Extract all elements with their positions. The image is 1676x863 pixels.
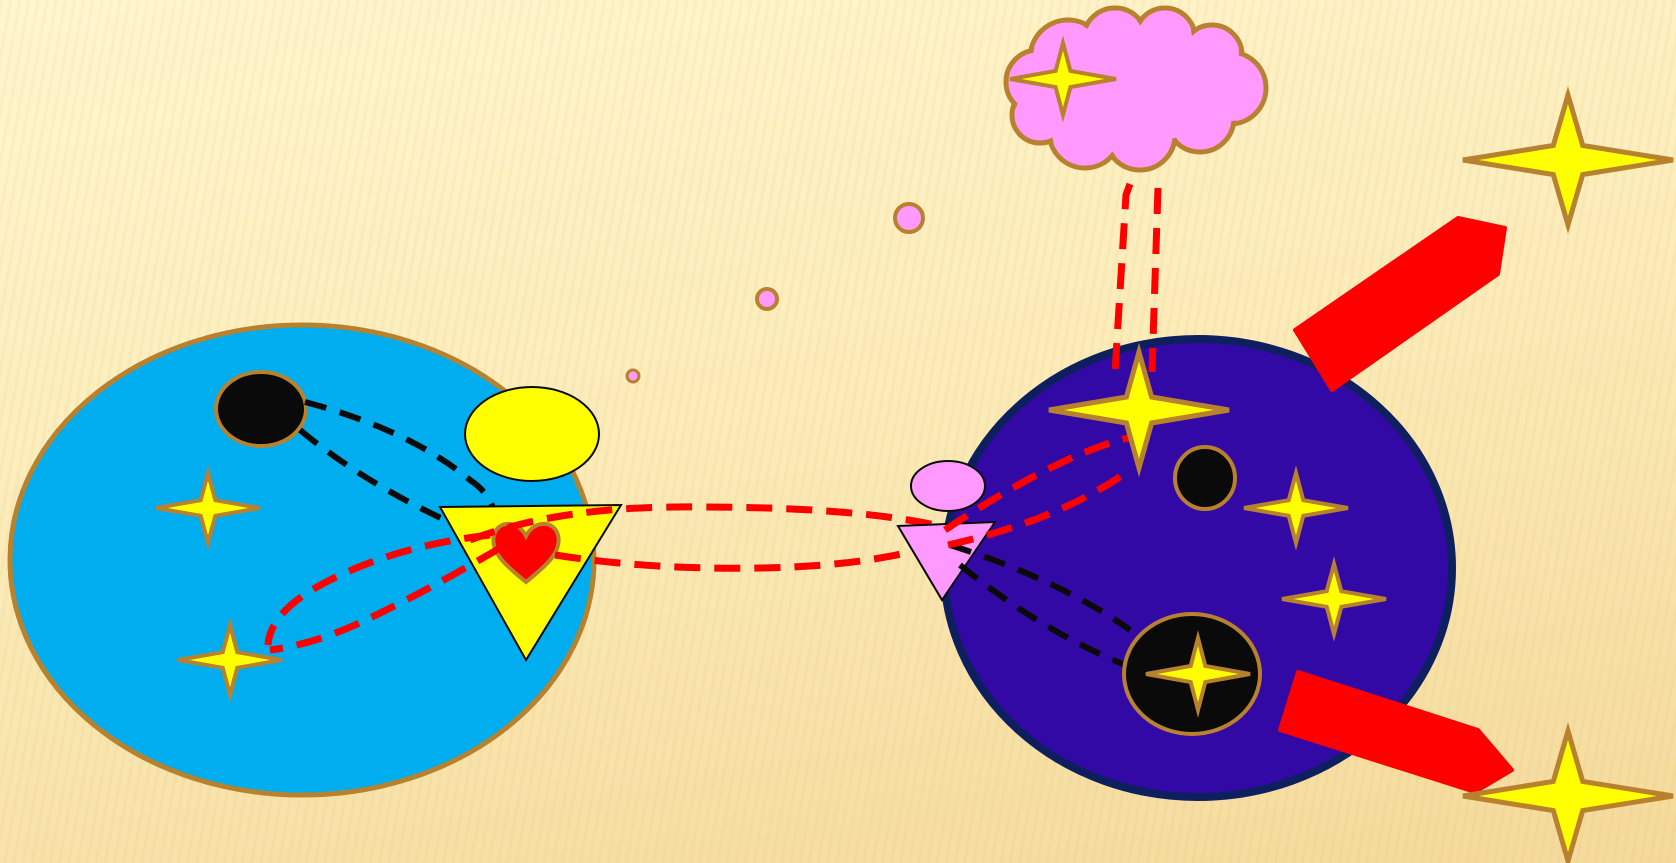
pink-cloud-icon [1006,8,1266,170]
pink-oval [911,461,985,511]
small-bubble-large [895,204,923,232]
yellow-oval [465,387,599,481]
right-small-black-spot [1175,447,1235,509]
red-dashed-line-lower-bridge [555,540,950,568]
left-black-spot [216,372,306,446]
small-bubble-small [627,370,639,382]
upper-red-arrow-icon [1295,218,1505,390]
top-right-star-icon [1463,95,1673,225]
small-bubble-medium [757,289,777,309]
